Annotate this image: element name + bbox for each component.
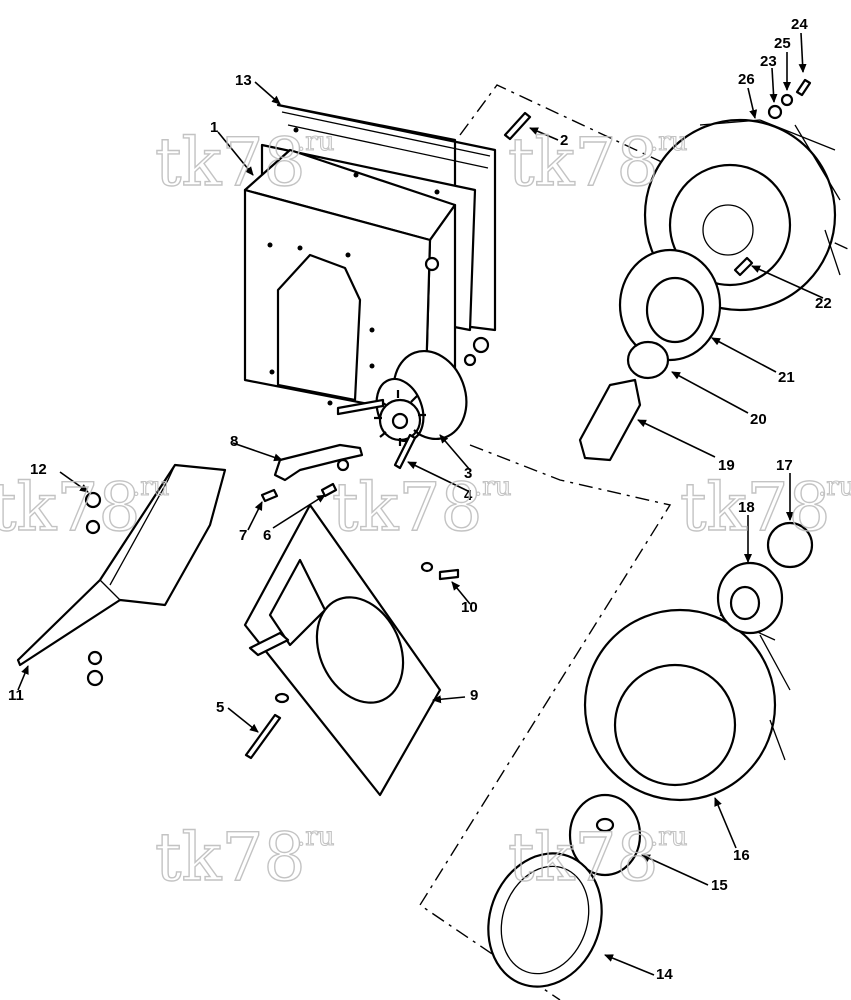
callout-12: 12 xyxy=(30,461,47,478)
callout-20: 20 xyxy=(750,411,767,428)
callout-9: 9 xyxy=(470,687,478,704)
callout-23: 23 xyxy=(760,53,777,70)
callout-26: 26 xyxy=(738,71,755,88)
callout-7: 7 xyxy=(239,527,247,544)
watermark-suffix: .ru xyxy=(474,472,511,502)
callout-21: 21 xyxy=(778,369,795,386)
bolt-10 xyxy=(438,568,460,581)
watermark-text: tk78 xyxy=(155,124,306,201)
hub-flange-21 xyxy=(618,248,722,362)
screw-22 xyxy=(733,256,754,277)
watermark-suffix: .ru xyxy=(650,822,687,852)
callout-8: 8 xyxy=(230,433,238,450)
watermark-text: tk78 xyxy=(0,469,141,546)
bearing-17 xyxy=(766,521,814,569)
mounting-plate-9 xyxy=(243,503,442,797)
screw-2 xyxy=(503,111,532,141)
callout-18: 18 xyxy=(738,499,755,516)
screw-6 xyxy=(320,482,338,498)
callout-2: 2 xyxy=(560,132,568,149)
callout-17: 17 xyxy=(776,457,793,474)
callout-25: 25 xyxy=(774,35,791,52)
watermarks: tk78 .ru tk78 .ru tk78 .ru tk78 .ru tk78… xyxy=(0,123,851,896)
ring-20 xyxy=(626,340,670,380)
washer-23 xyxy=(767,104,783,120)
watermark-text: tk78 xyxy=(508,819,659,896)
leader-lines xyxy=(17,32,824,976)
blower-housing-11 xyxy=(16,463,227,687)
hub-18 xyxy=(716,561,784,635)
callout-16: 16 xyxy=(733,847,750,864)
blower-wheel-16 xyxy=(583,608,791,802)
callout-11: 11 xyxy=(8,687,24,704)
watermark-suffix: .ru xyxy=(132,472,169,502)
callout-labels: 1 2 3 4 5 6 7 8 9 10 11 12 13 14 15 16 1… xyxy=(8,16,832,983)
screw-24 xyxy=(795,78,812,97)
watermark-suffix: .ru xyxy=(297,127,334,157)
callout-4: 4 xyxy=(464,487,473,504)
bolt-5 xyxy=(244,713,282,760)
callout-13: 13 xyxy=(235,72,252,89)
callout-15: 15 xyxy=(711,877,728,894)
watermark-text: tk78 xyxy=(332,469,483,546)
callout-3: 3 xyxy=(464,465,472,482)
callout-19: 19 xyxy=(718,457,735,474)
callout-1: 1 xyxy=(210,119,218,136)
watermark-text: tk78 xyxy=(680,469,831,546)
hub-flange-15 xyxy=(568,793,642,877)
callout-22: 22 xyxy=(815,295,832,312)
washer-25 xyxy=(780,93,794,107)
mounting-ring-14 xyxy=(487,852,603,988)
callout-6: 6 xyxy=(263,527,271,544)
callout-24: 24 xyxy=(791,16,808,33)
blower-motor xyxy=(336,349,468,470)
callout-14: 14 xyxy=(656,966,673,983)
watermark-text: tk78 xyxy=(508,124,659,201)
watermark-suffix: .ru xyxy=(818,472,851,502)
screw-7 xyxy=(260,488,279,503)
watermark-suffix: .ru xyxy=(297,822,334,852)
mounting-holes xyxy=(267,127,440,406)
callout-5: 5 xyxy=(216,699,224,716)
shaft-19 xyxy=(578,378,642,462)
watermark-text: tk78 xyxy=(155,819,306,896)
callout-10: 10 xyxy=(461,599,478,616)
watermark-suffix: .ru xyxy=(650,127,687,157)
